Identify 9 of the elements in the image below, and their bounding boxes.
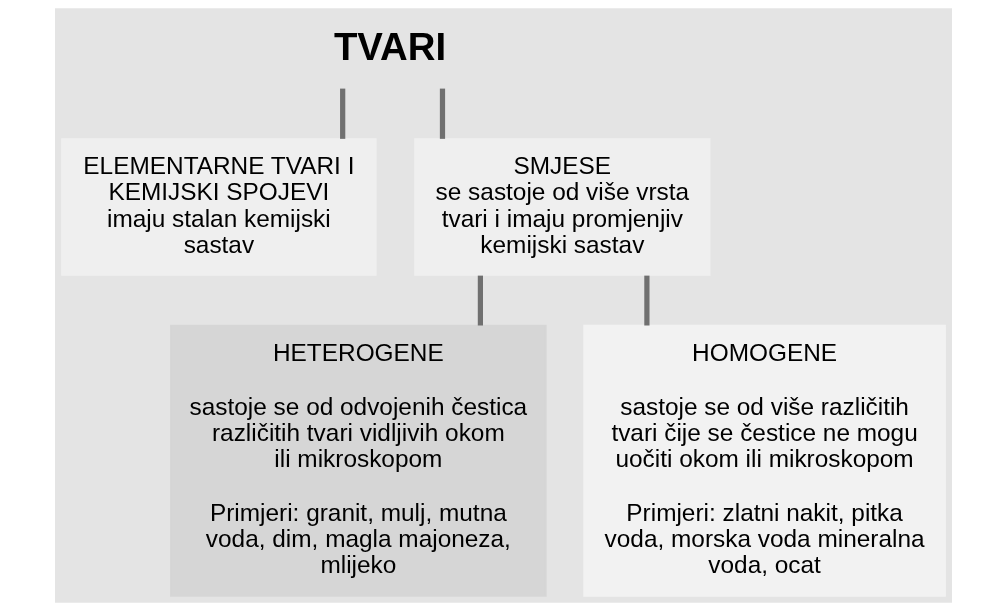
node-box: HETEROGENE sastoje se od odvojenih čestica različitih tvari vidljivih okom ili mikroskopom Primjeri: granit, mulj, mutna voda, dim, magla majoneza, mlijeko — [170, 324, 547, 597]
node-box: HOMOGENE sastoje se od više različitih tvari čije se čestice ne mogu uočiti okom ili mikroskopom Primjeri: zlatni nakit, pitka voda, morska voda mineralna voda, ocat — [583, 324, 946, 597]
node-box: ELEMENTARNE TVARI I KEMIJSKI SPOJEVI imaju stalan kemijski sastav — [61, 138, 377, 276]
connector — [477, 275, 483, 326]
connector — [439, 88, 446, 139]
node-text: TVARI — [333, 24, 447, 68]
connector — [644, 275, 650, 326]
node-box: SMJESE se sastoje od više vrsta tvari i imaju promjenjiv kemijski sastav — [414, 138, 711, 276]
connector — [340, 88, 346, 139]
